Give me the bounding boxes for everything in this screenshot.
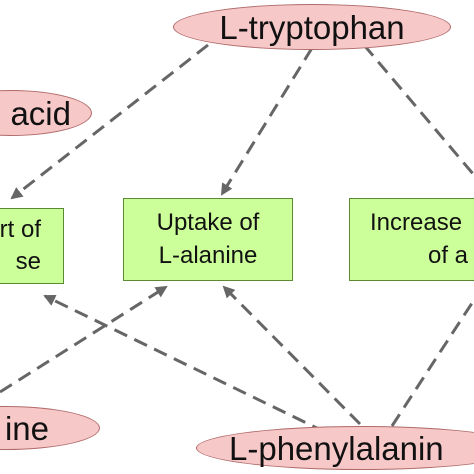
edge-tryptophan-to-transport <box>10 43 209 200</box>
node-uptake-line2: L-alanine <box>158 241 258 269</box>
edge-tryptophan-to-increase <box>362 44 474 176</box>
edge-phenylalanine-to-increase <box>390 299 474 427</box>
node-increase-line2: of a <box>428 241 469 269</box>
node-increase-line1: Increase <box>370 209 463 237</box>
node-l-phenylalanine: L-phenylalanin <box>196 426 474 470</box>
node-increase-partial: Increase of a <box>349 198 474 281</box>
node-uptake-line1: Uptake of <box>156 209 260 237</box>
node-l-phenylalanine-label: L-phenylalanin <box>229 429 444 467</box>
edge-phenylalanine-to-uptake <box>222 285 362 426</box>
node-l-tryptophan-label: L-tryptophan <box>219 8 405 46</box>
edge-ine-to-uptake <box>0 285 168 394</box>
node-uptake-of-l-alanine: Uptake of L-alanine <box>123 198 293 281</box>
node-transport-partial-line1: rt of <box>0 215 41 243</box>
node-transport-partial: rt of se <box>0 208 64 284</box>
node-transport-partial-line2: se <box>15 248 41 275</box>
edge-tryptophan-to-uptake <box>220 47 314 196</box>
edge-phenylalanine-to-transport <box>43 294 326 434</box>
node-acid-label: acid <box>10 94 71 132</box>
node-l-tryptophan: L-tryptophan <box>173 4 451 50</box>
node-ine-label: ine <box>4 409 49 447</box>
